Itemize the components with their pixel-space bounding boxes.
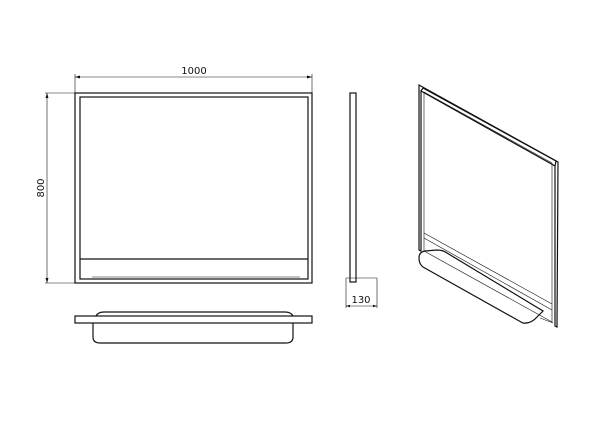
iso-frame-outer — [418, 83, 559, 328]
height-label: 800 — [36, 178, 47, 197]
front-view — [74, 92, 313, 284]
width-label: 1000 — [181, 66, 206, 77]
iso-shelf-edge — [539, 317, 554, 324]
iso-shelf-back-line — [423, 232, 553, 305]
shelf-tray — [92, 323, 294, 344]
iso-mirror-glass — [423, 91, 553, 323]
iso-shelf — [418, 249, 544, 324]
mirror-inner-frame — [79, 96, 309, 280]
isometric-view — [418, 83, 559, 328]
side-profile — [349, 92, 357, 283]
depth-label: 130 — [351, 295, 370, 306]
mirror-outer-frame — [74, 92, 313, 284]
frame-plate — [74, 315, 313, 324]
iso-shelf-back-line-2 — [423, 237, 553, 311]
width-dimension: 1000 — [74, 66, 313, 93]
bottom-view — [74, 311, 313, 344]
tray-lip — [95, 311, 294, 317]
iso-frame-top — [420, 87, 557, 167]
height-dimension: 800 — [36, 92, 75, 284]
side-view: 130 — [345, 92, 378, 308]
